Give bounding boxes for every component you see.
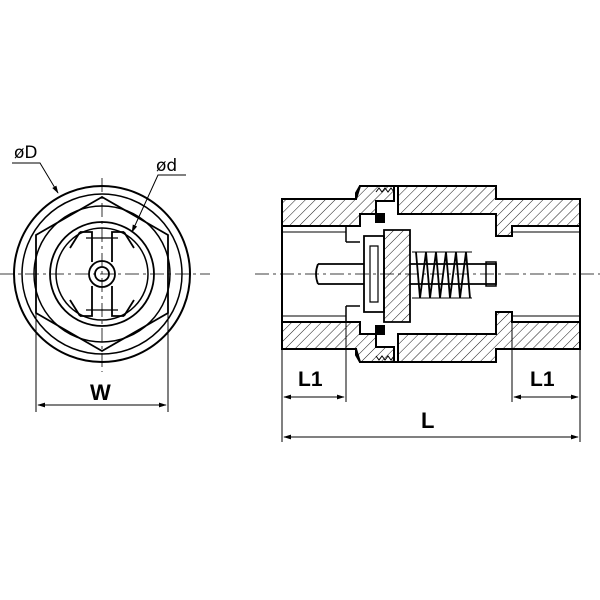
id-leader — [131, 174, 186, 233]
stem-end-cap — [485, 261, 497, 287]
seal-top — [375, 213, 385, 223]
l1-right-label: L1 — [530, 368, 555, 391]
disc-holder-inner — [369, 245, 379, 303]
l1-left-label: L1 — [298, 368, 323, 391]
bore-inner-circle — [55, 227, 149, 321]
body-right-bottom-wall — [397, 311, 581, 363]
guide-web — [69, 231, 135, 317]
stem-outer-circle — [88, 260, 116, 288]
stem-inner-circle — [94, 266, 110, 282]
body-left-top-wall — [281, 185, 395, 227]
w-label: W — [90, 380, 111, 405]
joint-thread-bottom — [375, 355, 395, 361]
body-right-top-wall — [397, 185, 581, 237]
l-label: L — [421, 408, 434, 433]
outer-circle — [13, 185, 191, 363]
poppet-disc — [383, 229, 411, 323]
bore-circle — [49, 221, 155, 327]
stem-left — [315, 263, 364, 285]
spring — [415, 251, 471, 299]
outer-circle-inner-ring — [21, 193, 183, 355]
hex-chamfer-circle — [33, 205, 171, 343]
body-left-bottom-wall — [281, 321, 395, 363]
id-label: ød — [156, 156, 177, 176]
hexagon-outline — [35, 195, 169, 353]
section-view — [255, 185, 600, 442]
od-label: øD — [14, 143, 38, 163]
end-view — [0, 162, 210, 412]
joint-thread-top — [375, 187, 395, 193]
seal-bottom — [375, 325, 385, 335]
od-leader — [12, 162, 59, 194]
